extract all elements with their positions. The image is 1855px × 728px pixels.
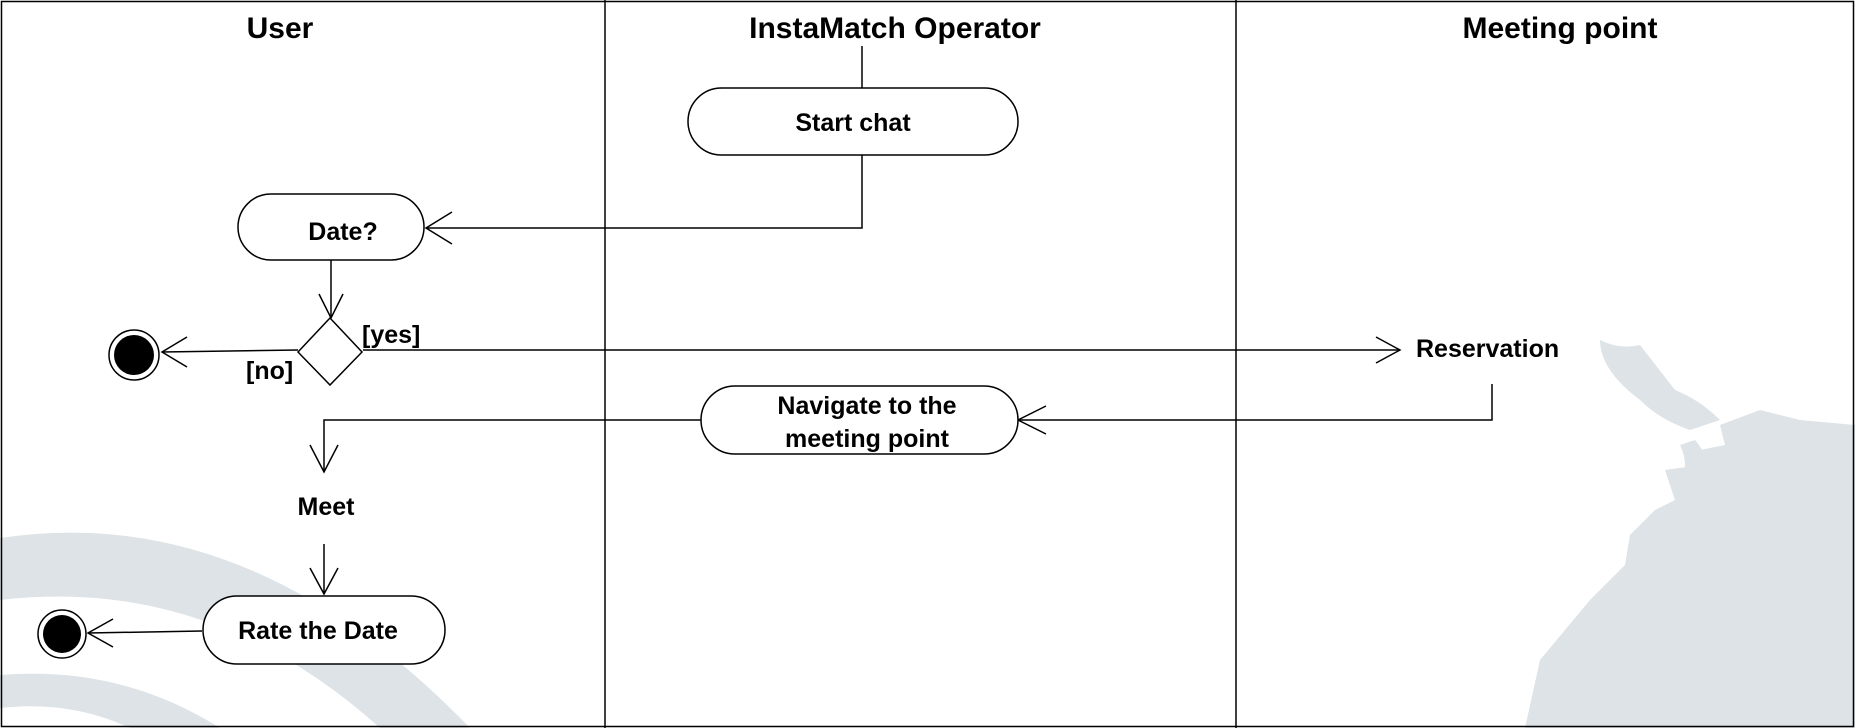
- watermark-arc-inner: [0, 673, 220, 728]
- activity-navigate-label-line1: Navigate to the: [777, 392, 956, 420]
- arrow-no-to-end: [161, 349, 299, 353]
- activity-start-chat: Start chat: [687, 87, 1019, 156]
- lane-title-meeting-point: Meeting point: [1463, 12, 1658, 45]
- activity-rate-date-shape: [202, 595, 446, 665]
- arrow-start-chat-to-date: [426, 155, 863, 229]
- final-node-rate-dot: [43, 615, 81, 653]
- watermark-photographer-silhouette: [1525, 340, 1855, 728]
- activity-rate-date: Rate the Date: [202, 595, 446, 665]
- arrowhead-end-no: [160, 336, 188, 368]
- activity-start-chat-label: Start chat: [795, 109, 911, 137]
- activity-navigate-shape: [700, 385, 1019, 455]
- arrow-reservation-to-navigate: [1018, 384, 1493, 421]
- guard-yes-label: [yes]: [362, 321, 420, 349]
- activity-rate-date-label: Rate the Date: [238, 617, 398, 645]
- arrow-rate-to-end: [87, 630, 203, 634]
- decision-node: [296, 316, 364, 387]
- arrowhead-reservation: [1375, 336, 1402, 364]
- arrowhead-end-rate: [86, 618, 114, 648]
- final-node-no: [108, 329, 160, 381]
- arrowhead-rate: [309, 567, 339, 596]
- arrow-navigate-to-meet: [323, 419, 701, 472]
- decision-diamond: [296, 316, 364, 387]
- activity-navigate-label-line2: meeting point: [785, 425, 950, 453]
- guard-no-label: [no]: [246, 357, 293, 385]
- activity-date: Date?: [237, 193, 425, 261]
- final-node-no-dot: [114, 335, 154, 375]
- activity-navigate: Navigate to the meeting point: [700, 385, 1019, 455]
- activity-reservation-label: Reservation: [1416, 335, 1559, 363]
- activity-meet-label: Meet: [298, 493, 356, 521]
- final-node-rate: [37, 609, 87, 659]
- activity-date-label: Date?: [308, 218, 377, 246]
- activity-date-shape: [237, 193, 425, 261]
- arrowhead-meet: [309, 444, 339, 474]
- lane-title-operator: InstaMatch Operator: [749, 12, 1041, 45]
- arrowhead-date: [424, 211, 453, 245]
- lane-title-user: User: [247, 12, 314, 45]
- activity-start-chat-shape: [687, 87, 1019, 156]
